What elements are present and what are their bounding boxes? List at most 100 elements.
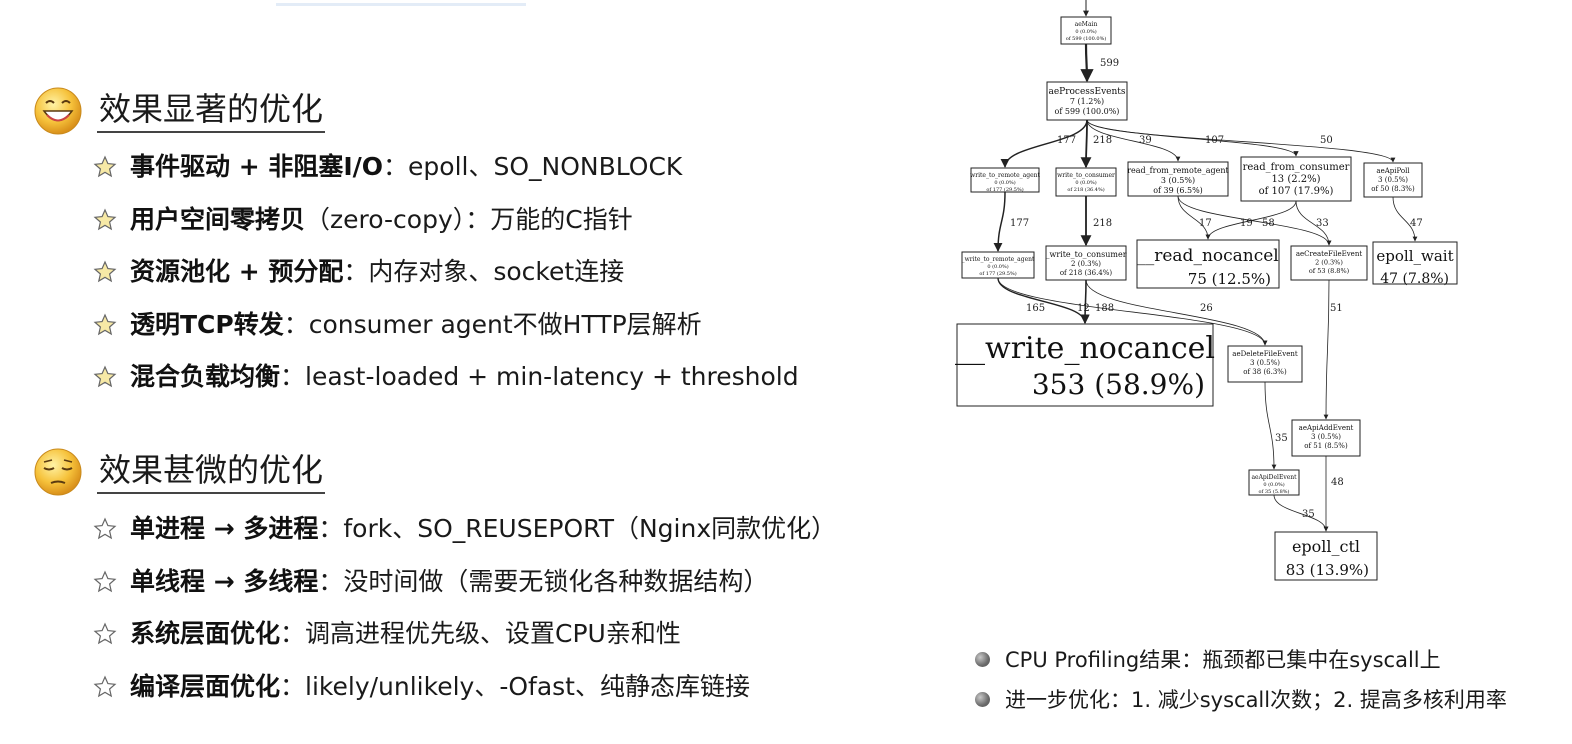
graph-node-label: 75 (12.5%): [1188, 270, 1271, 288]
graph-edge-label: 39: [1139, 135, 1152, 146]
graph-node-box: [1136, 239, 1280, 289]
item-detail: ：内存对象、socket连接: [343, 257, 625, 286]
graph-node-box: [970, 167, 1040, 193]
graph-node-label: of 51 (8.5%): [1304, 442, 1348, 450]
graph-node-box: [956, 323, 1214, 407]
star-outline-icon: [93, 517, 117, 540]
profiling-notes: CPU Profiling结果：瓶颈都已集中在syscall上 进一步优化：1.…: [975, 640, 1507, 720]
star-icon: [93, 208, 117, 230]
graph-node-label: 3 (0.5%): [1311, 433, 1341, 441]
graph-edge-label: 177: [1057, 135, 1076, 146]
graph-node-label: of 38 (6.3%): [1243, 368, 1287, 376]
graph-edge-label: 107: [1205, 135, 1224, 146]
graph-edge: [1295, 200, 1332, 246]
graph-edge-label: 47: [1410, 218, 1423, 229]
graph-node-label: aeApiAddEvent: [1299, 424, 1354, 432]
item-heading: 透明TCP转发: [130, 309, 284, 339]
graph-node-box: [1055, 167, 1117, 197]
graph-node-label: 2 (0.3%): [1071, 260, 1101, 268]
graph-node-label: of 39 (6.5%): [1153, 186, 1203, 195]
graph-node-label: _write_to_remote_agent: [962, 256, 1035, 263]
top-divider: [276, 3, 526, 6]
graph-edge: [1080, 279, 1090, 324]
graph-edge-label: 19: [1240, 218, 1253, 229]
item-list: 事件驱动 + 非阻塞I/O：epoll、SO_NONBLOCK 用户空间零拷贝（…: [33, 141, 799, 404]
item-heading: 事件驱动 + 非阻塞I/O: [130, 152, 384, 181]
graph-node-label: of 218 (36.4%): [1060, 269, 1113, 277]
graph-node-label: 0 (0.0%): [987, 263, 1008, 270]
item-heading: 单进程 → 多进程: [130, 514, 319, 543]
item-detail: ：调高进程优先级、设置CPU亲和性: [280, 619, 681, 648]
graph-edge: [1273, 494, 1329, 532]
graph-node-box: [1046, 81, 1128, 121]
star-icon: [93, 313, 117, 335]
graph-node-label: aeProcessEvents: [1048, 87, 1125, 97]
graph-edge-label: 218: [1093, 135, 1112, 146]
star-outline-icon: [93, 675, 117, 697]
graph-node-box: [1240, 156, 1352, 202]
list-item: 透明TCP转发：consumer agent不做HTTP层解析: [33, 299, 799, 352]
bullet-dot-icon: [975, 692, 990, 707]
star-outline-icon: [93, 570, 117, 592]
graph-edge-label: 35: [1275, 433, 1288, 444]
list-item: 用户空间零拷贝（zero-copy）：万能的C指针: [33, 194, 799, 247]
bullet-dot-icon: [975, 652, 990, 667]
graph-edge: [993, 191, 1006, 252]
star-icon: [93, 260, 117, 283]
graph-node-label: 3 (0.5%): [1161, 176, 1195, 185]
list-item: 资源池化 + 预分配：内存对象、socket连接: [33, 246, 799, 299]
graph-node-box: [1127, 161, 1229, 197]
graph-edge: [1000, 119, 1088, 168]
item-heading: 系统层面优化: [130, 619, 281, 648]
graph-node-label: of 177 (29.5%): [986, 186, 1023, 193]
graph-node-label: aeDeleteFileEvent: [1232, 350, 1298, 358]
graph-node-label: 3 (0.5%): [1250, 359, 1280, 367]
list-item: 单线程 → 多线程：没时间做（需要无锁化各种数据结构）: [33, 556, 836, 609]
graph-node-box: [1363, 162, 1423, 198]
graph-node-box: [1291, 419, 1361, 457]
graph-node-box: [1274, 531, 1378, 581]
item-detail: （zero-copy）：万能的C指针: [305, 204, 633, 234]
section-title: 效果甚微的优化: [97, 450, 326, 494]
list-item: 编译层面优化：likely/unlikely、-Ofast、纯静态库链接: [33, 661, 836, 714]
graph-node-label: aeApiPoll: [1376, 167, 1410, 175]
grinning-face-icon: [34, 87, 82, 135]
note-text: 进一步优化：1. 减少syscall次数；2. 提高多核利用率: [1005, 688, 1507, 712]
graph-node-label: 0 (0.0%): [1263, 481, 1284, 488]
graph-edge-label: 50: [1320, 135, 1333, 146]
item-detail: ：likely/unlikely、-Ofast、纯静态库链接: [280, 671, 750, 701]
graph-node-label: aeMain: [1075, 21, 1098, 28]
graph-node-label: read_from_consumer: [1243, 162, 1350, 173]
graph-node-label: 0 (0.0%): [1075, 28, 1096, 35]
graph-edge: [1392, 196, 1418, 242]
section-effective: 效果显著的优化 事件驱动 + 非阻塞I/O：epoll、SO_NONBLOCK …: [33, 83, 799, 404]
graph-node-box: [1372, 241, 1458, 285]
section-marginal: 效果甚微的优化 单进程 → 多进程：fork、SO_REUSEPORT（Ngin…: [33, 444, 836, 713]
graph-edge: [1264, 381, 1277, 470]
graph-node-label: of 35 (5.8%): [1258, 488, 1289, 495]
note-item: 进一步优化：1. 减少syscall次数；2. 提高多核利用率: [975, 680, 1507, 720]
graph-node-box: [1045, 245, 1127, 281]
graph-edge-label: 218: [1093, 218, 1112, 229]
star-outline-icon: [93, 622, 117, 645]
graph-edge: [1080, 43, 1094, 83]
graph-node-label: _write_to_consumer: [1045, 250, 1126, 259]
graph-edge: [1177, 195, 1211, 240]
graph-edge: [1086, 119, 1396, 163]
note-item: CPU Profiling结果：瓶颈都已集中在syscall上: [975, 640, 1507, 680]
graph-node-label: epoll_wait: [1376, 247, 1453, 265]
graph-node-label: write_to_remote_agent: [970, 172, 1040, 179]
item-heading: 用户空间零拷贝: [130, 204, 306, 234]
graph-edge: [1080, 119, 1092, 169]
graph-node-label: 47 (7.8%): [1380, 271, 1449, 287]
